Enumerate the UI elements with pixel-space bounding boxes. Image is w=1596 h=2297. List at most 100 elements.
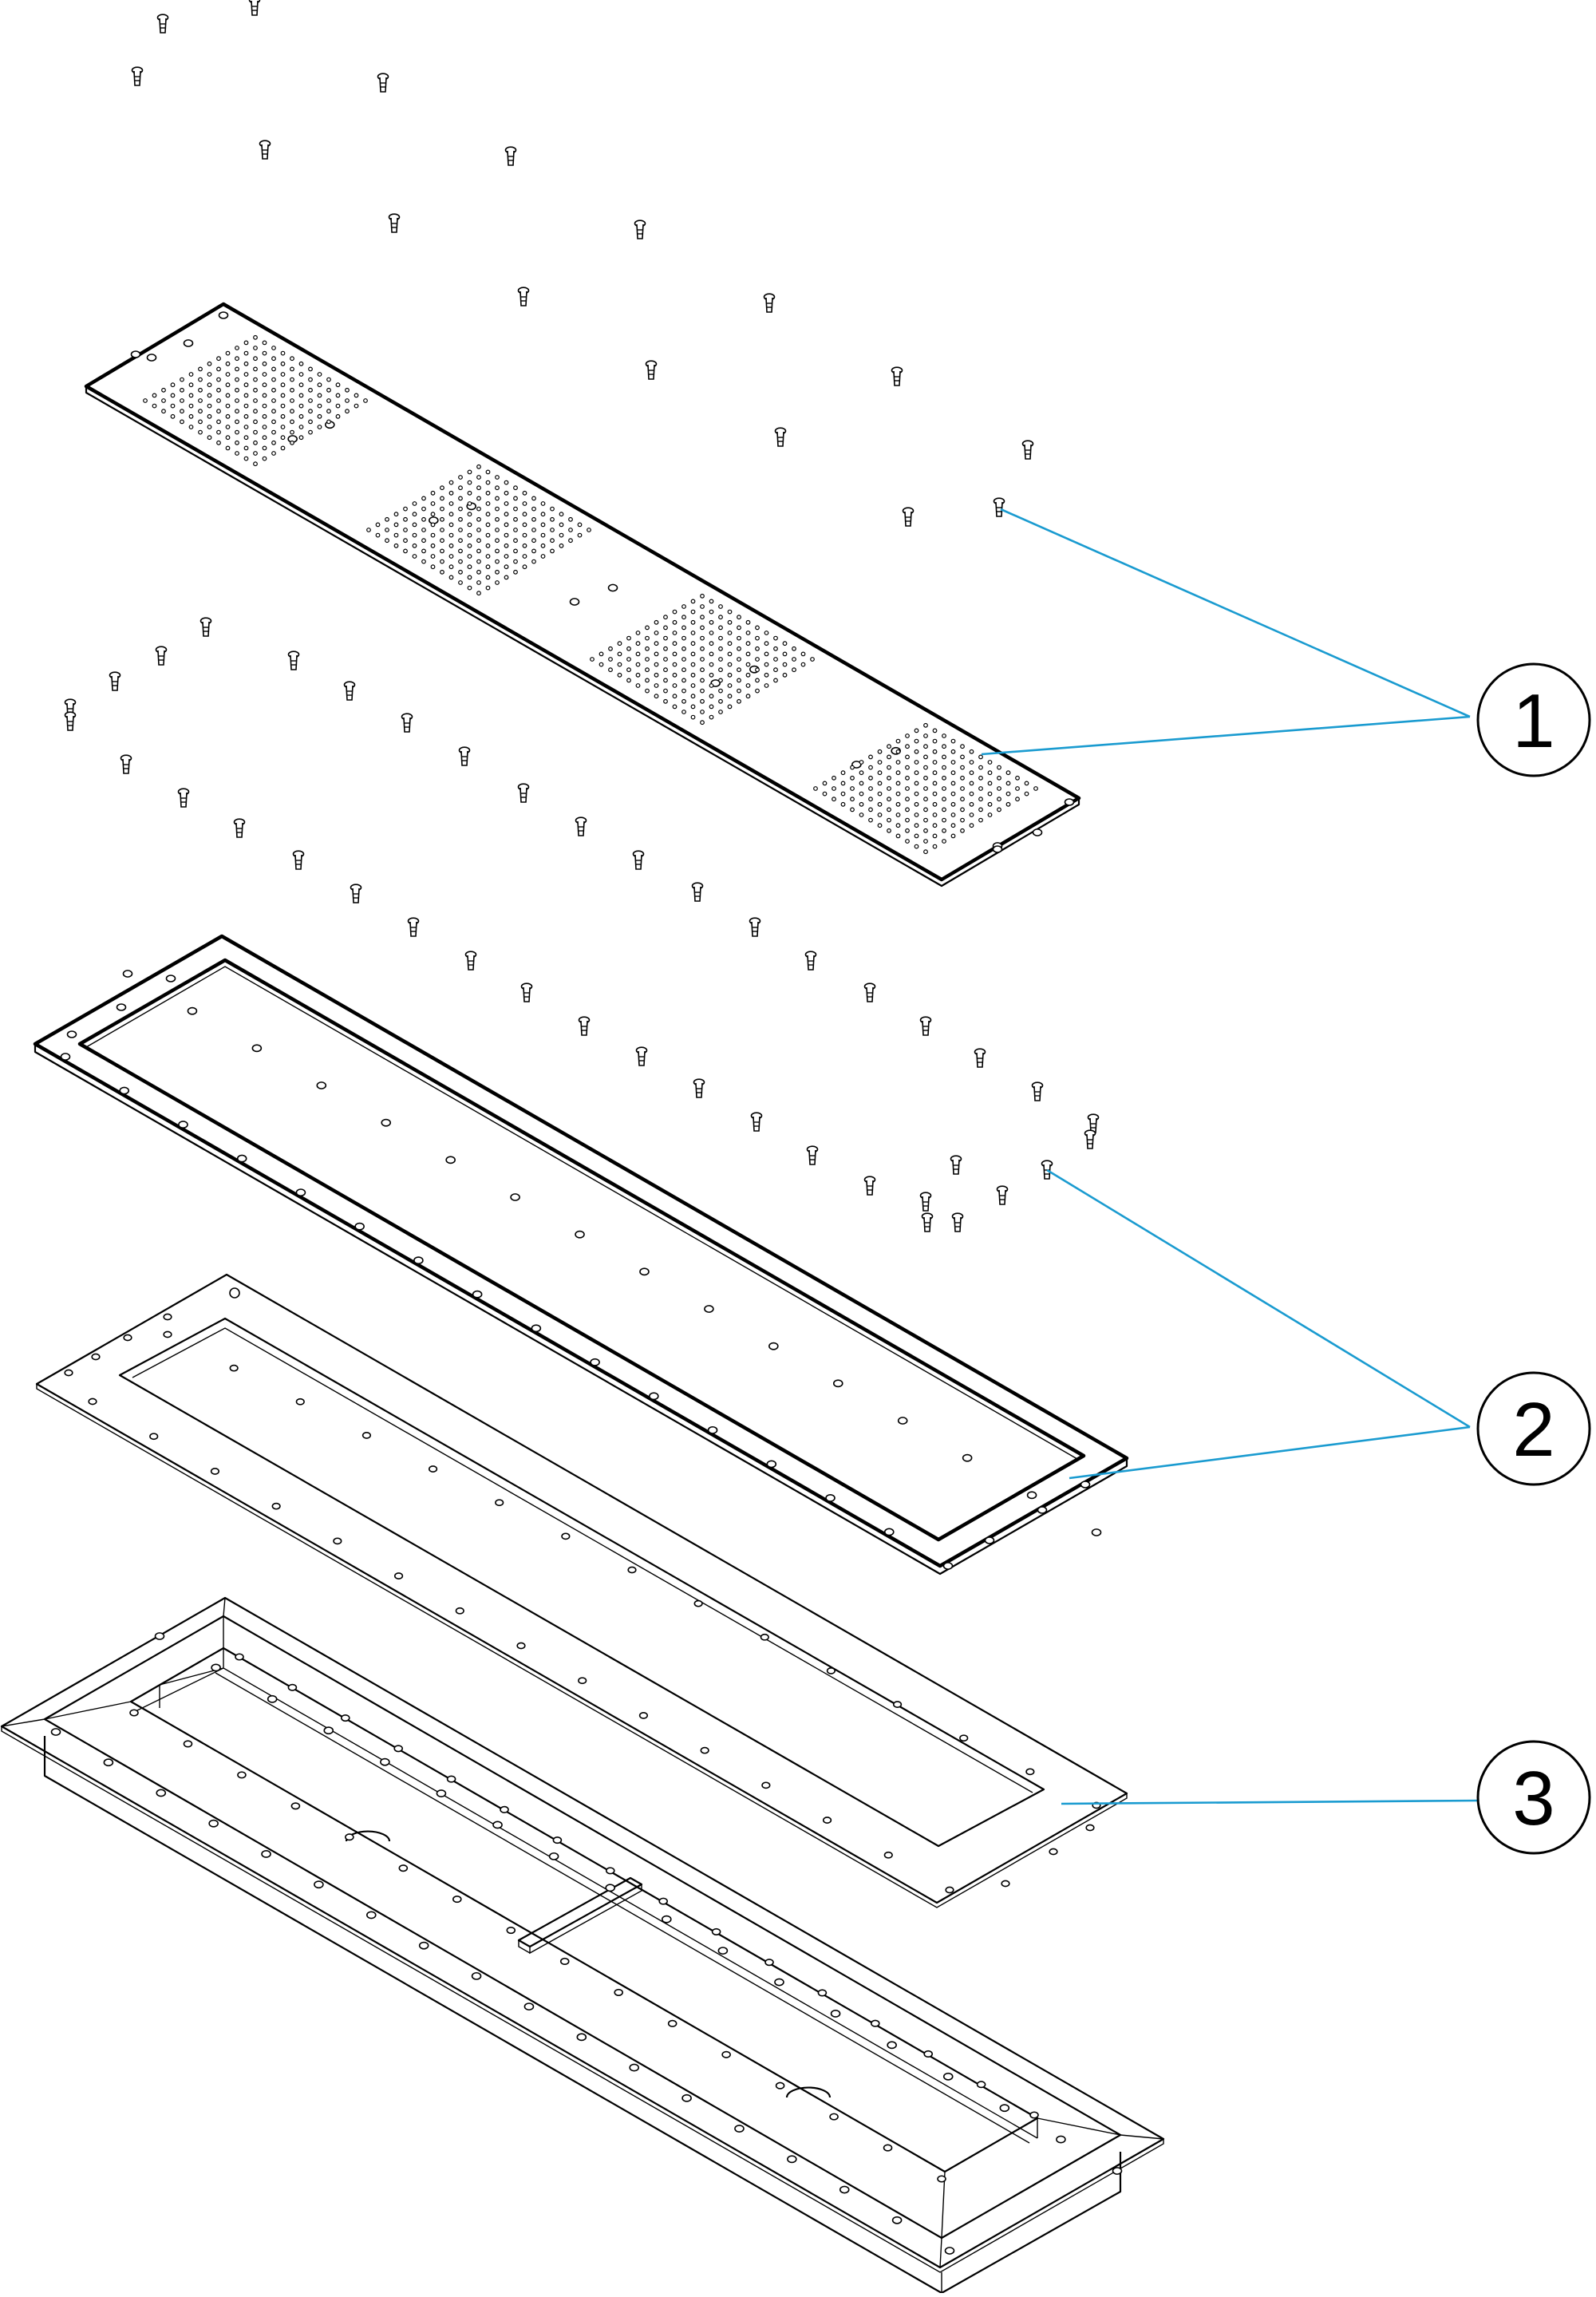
screw xyxy=(343,681,356,701)
perforation xyxy=(672,662,678,667)
housing-hole xyxy=(887,2041,897,2050)
cover-plate-screws xyxy=(131,0,1034,527)
perforation xyxy=(709,672,714,678)
perforation xyxy=(745,662,751,667)
perforation xyxy=(905,754,910,760)
perforation xyxy=(914,812,919,817)
housing-hole xyxy=(1112,2167,1123,2175)
perforation xyxy=(654,641,659,646)
flange-hole xyxy=(1049,1848,1058,1856)
perforation xyxy=(253,440,258,445)
frame-hole xyxy=(381,1118,392,1127)
perforation xyxy=(485,554,491,559)
perforation xyxy=(216,398,221,403)
perforation xyxy=(987,812,993,817)
screw xyxy=(155,646,168,666)
perforation xyxy=(540,512,546,517)
perforation xyxy=(495,496,500,501)
perforation xyxy=(476,485,481,491)
perforation xyxy=(513,548,518,554)
frame-hole xyxy=(707,1425,718,1434)
housing-hole xyxy=(261,1850,271,1858)
perforation xyxy=(950,760,956,765)
screw-shank xyxy=(1086,1133,1094,1149)
perforation xyxy=(672,619,678,625)
housing-hole xyxy=(103,1758,114,1767)
perforation xyxy=(531,548,536,554)
perforation xyxy=(700,678,705,683)
perforation xyxy=(485,543,491,548)
perforation xyxy=(914,728,919,733)
perforation xyxy=(859,760,864,765)
perforation xyxy=(522,532,527,538)
perforation xyxy=(663,657,668,662)
perforation xyxy=(709,683,714,688)
perforation xyxy=(1015,775,1020,781)
screw-shank xyxy=(467,955,475,971)
housing-hole xyxy=(365,1911,377,1919)
perforation xyxy=(225,350,231,356)
perforation xyxy=(737,657,741,662)
perforation xyxy=(243,382,249,388)
perforation xyxy=(235,387,239,393)
perforation xyxy=(700,710,705,714)
housing-hole xyxy=(734,2125,745,2133)
perforation xyxy=(317,403,322,409)
frame-hole xyxy=(316,1081,327,1089)
perforation xyxy=(262,425,267,429)
perforation xyxy=(617,641,622,646)
perforation xyxy=(448,522,454,528)
housing-hole xyxy=(681,2093,692,2102)
screw xyxy=(804,951,817,971)
perforation xyxy=(932,738,938,744)
screw xyxy=(259,140,271,160)
housing-hole xyxy=(211,1663,221,1672)
screw xyxy=(388,213,401,233)
perforation xyxy=(950,812,956,817)
perforation xyxy=(709,641,714,646)
perforation xyxy=(393,522,399,528)
perforation xyxy=(345,398,350,403)
perforation xyxy=(877,812,883,817)
perforation xyxy=(923,849,928,855)
perforation xyxy=(727,704,733,710)
screw-shank xyxy=(460,750,468,766)
perforation xyxy=(559,522,564,528)
perforation xyxy=(942,786,946,791)
screw xyxy=(1031,1081,1044,1101)
perforation xyxy=(531,528,536,532)
cover-hole xyxy=(607,583,618,592)
screw xyxy=(806,1145,819,1165)
perforation xyxy=(895,812,901,817)
frame-hole xyxy=(66,1030,77,1038)
perforation xyxy=(170,382,176,388)
frame-hole xyxy=(897,1417,908,1425)
perforation xyxy=(681,678,686,683)
perforation xyxy=(207,403,212,409)
perforation xyxy=(495,559,500,564)
perforation xyxy=(271,356,276,362)
perforation xyxy=(645,688,650,694)
perforation xyxy=(448,501,454,506)
perforation xyxy=(840,791,846,797)
perforation xyxy=(317,372,322,377)
perforation xyxy=(709,714,714,720)
frame-hole xyxy=(766,1460,777,1469)
housing-hole xyxy=(452,1896,462,1904)
flange-hole xyxy=(393,1572,404,1579)
perforation xyxy=(887,797,891,802)
perforation xyxy=(495,516,500,522)
perforation xyxy=(235,377,239,382)
perforation xyxy=(969,791,974,797)
frame-hole xyxy=(825,1494,836,1502)
perforation xyxy=(485,469,491,475)
perforation xyxy=(755,667,760,673)
screw-shank xyxy=(922,1196,930,1212)
perforation xyxy=(737,625,741,631)
perforation xyxy=(440,559,444,564)
housing-hole xyxy=(314,1880,324,1889)
perforation xyxy=(207,372,212,377)
perforation xyxy=(216,409,221,414)
perforation xyxy=(485,564,491,570)
housing-hole xyxy=(471,1971,482,1980)
